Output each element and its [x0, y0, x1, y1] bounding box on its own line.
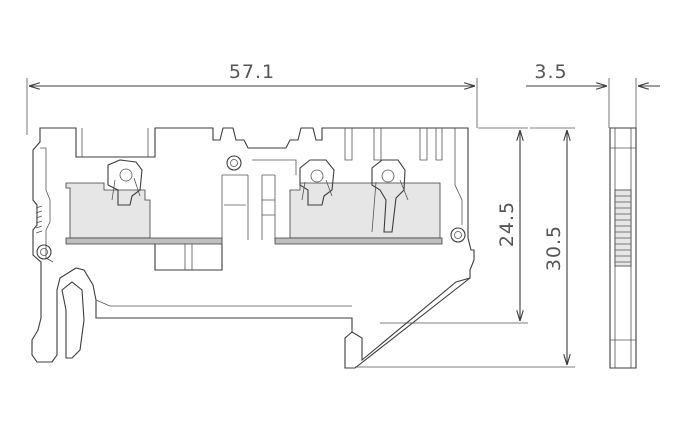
lower-tab-slot [184, 244, 193, 270]
right-busbar [274, 237, 443, 245]
terminal-block-front-view [31, 127, 475, 369]
left-chamber [65, 182, 151, 239]
center-bridge [252, 159, 297, 175]
side-view-outline [609, 127, 637, 369]
dimension-thickness-3-5: 3.5 [526, 61, 660, 128]
left-wall-serrations [35, 205, 43, 234]
left-busbar [65, 237, 223, 245]
dimension-height-24-5: 24.5 [380, 127, 528, 324]
dimension-width-57-1: 57.1 [26, 61, 478, 135]
terminal-block-side-view [609, 127, 637, 369]
side-view-ribs [614, 189, 632, 267]
dimension-label-width: 57.1 [229, 61, 275, 83]
dimension-label-30: 30.5 [543, 225, 565, 271]
dimension-height-30-5: 30.5 [355, 127, 575, 368]
left-spring-clamp [107, 159, 143, 206]
housing-outline [31, 127, 475, 369]
top-slots [81, 128, 463, 225]
right-chamber [289, 182, 441, 239]
dimension-label-thickness: 3.5 [534, 61, 567, 83]
center-column [221, 174, 276, 240]
lower-center-tab [154, 244, 223, 271]
left-wall-inner [40, 147, 54, 263]
middle-spring-clamp [299, 159, 335, 206]
left-screw-hole [36, 244, 52, 260]
din-foot-left [61, 281, 85, 359]
dimension-label-24: 24.5 [496, 201, 518, 247]
right-screw-hole [450, 227, 466, 243]
din-foot-right [351, 277, 471, 362]
din-foot-top-edge [95, 299, 352, 307]
center-screw-hole [226, 155, 242, 171]
right-spring-clamp [371, 159, 409, 233]
